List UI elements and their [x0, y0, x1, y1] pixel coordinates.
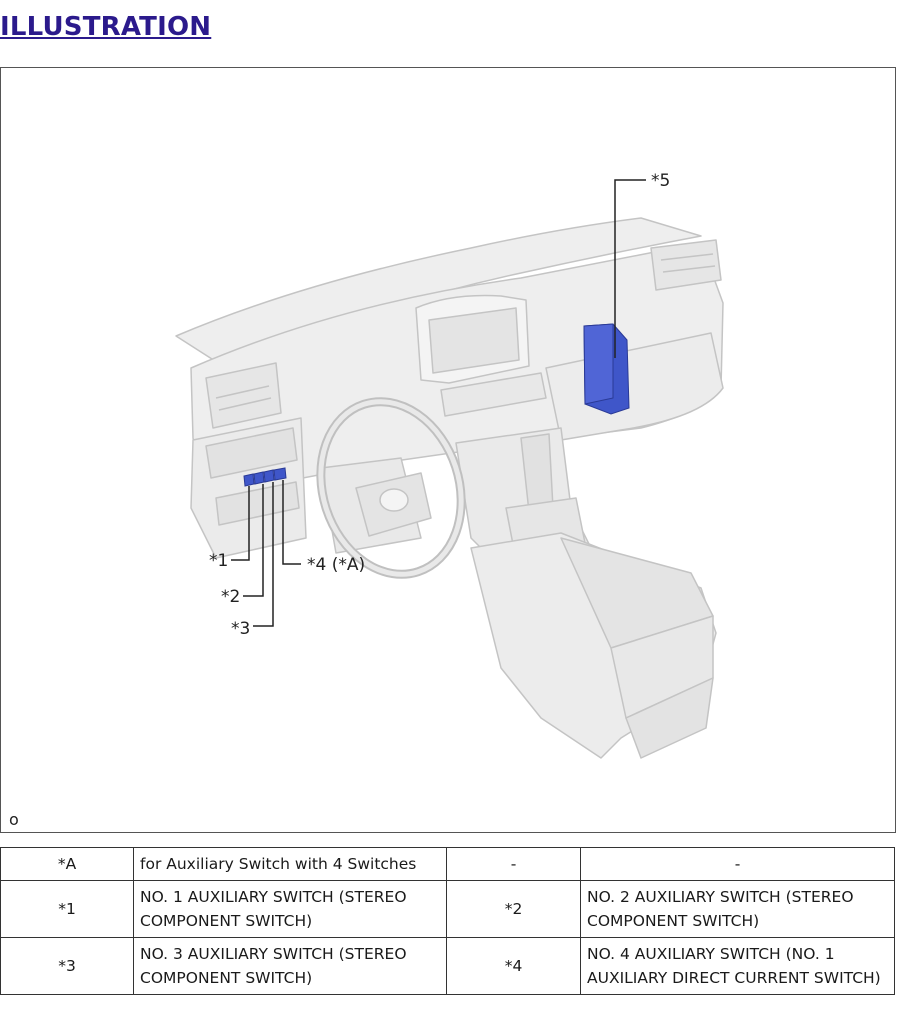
legend-description: NO. 2 AUXILIARY SWITCH (STEREO COMPONENT… [580, 880, 895, 938]
callout-4: *4 (*A) [307, 555, 365, 575]
callout-3: *3 [231, 619, 250, 639]
table-row: *3 NO. 3 AUXILIARY SWITCH (STEREO COMPON… [0, 937, 895, 995]
callout-5: *5 [651, 171, 670, 191]
table-row: *1 NO. 1 AUXILIARY SWITCH (STEREO COMPON… [0, 880, 895, 938]
figure-code: o [9, 810, 19, 829]
vehicle-dashboard-illustration: *1 *2 *3 *4 (*A) *5 [175, 171, 724, 759]
table-row: *A for Auxiliary Switch with 4 Switches … [0, 847, 895, 881]
legend-description: NO. 4 AUXILIARY SWITCH (NO. 1 AUXILIARY … [580, 937, 895, 995]
illustration-figure: *1 *2 *3 *4 (*A) *5 o [0, 67, 896, 833]
legend-key: *A [0, 847, 134, 881]
legend-key: *4 [446, 937, 581, 995]
page-title: ILLUSTRATION [0, 12, 212, 42]
legend-key: *3 [0, 937, 134, 995]
legend-key: *1 [0, 880, 134, 938]
component-5-highlight [583, 323, 630, 415]
legend-description: NO. 1 AUXILIARY SWITCH (STEREO COMPONENT… [133, 880, 447, 938]
dashboard-drawing [175, 217, 724, 759]
legend-table: *A for Auxiliary Switch with 4 Switches … [0, 847, 895, 995]
leader-lines [231, 179, 646, 627]
legend-key: - [446, 847, 581, 881]
auxiliary-switch-highlight [243, 467, 287, 487]
legend-description: NO. 3 AUXILIARY SWITCH (STEREO COMPONENT… [133, 937, 447, 995]
callout-1: *1 [209, 551, 228, 571]
legend-key: *2 [446, 880, 581, 938]
callout-2: *2 [221, 587, 240, 607]
legend-description: - [580, 847, 895, 881]
legend-description: for Auxiliary Switch with 4 Switches [133, 847, 447, 881]
